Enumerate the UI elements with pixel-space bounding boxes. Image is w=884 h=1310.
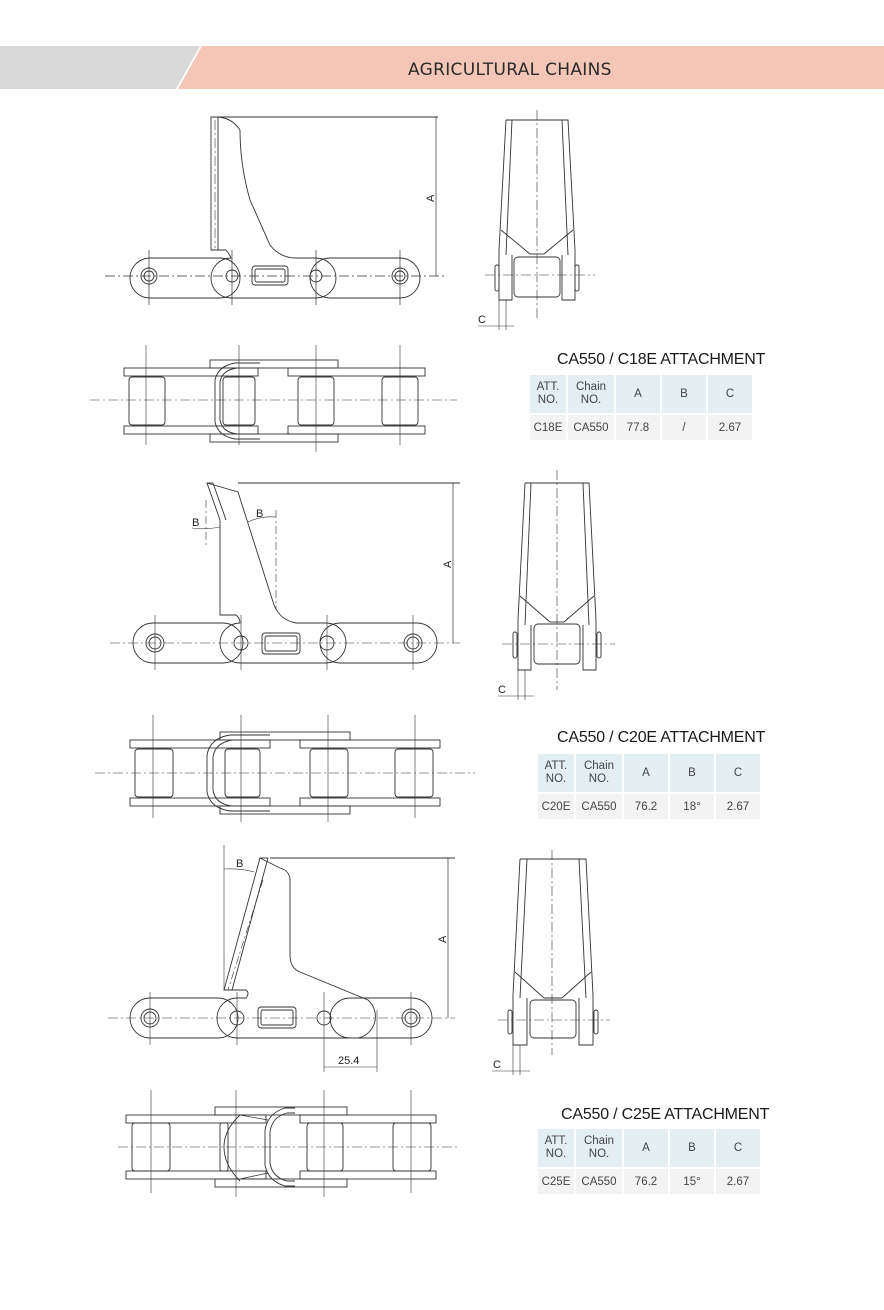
- c18e-end-view-drawing: C: [470, 110, 610, 330]
- table-row: C25E CA550 76.2 15° 2.67: [538, 1169, 760, 1194]
- header-att-no: ATT. NO.: [538, 1129, 574, 1167]
- svg-text:C: C: [478, 314, 486, 326]
- table-header-row: ATT. NO. Chain NO. A B C: [538, 1129, 760, 1167]
- cell-chain-no: CA550: [576, 1169, 622, 1194]
- header-a: A: [624, 754, 668, 792]
- header-chain-no: Chain NO.: [576, 754, 622, 792]
- svg-text:A: A: [437, 935, 449, 943]
- c25e-side-view-drawing: B 25.4 A: [100, 840, 470, 1075]
- cell-b: 15°: [670, 1169, 714, 1194]
- table-header-row: ATT. NO. Chain NO. A B C: [538, 754, 760, 792]
- c25e-spec-table: ATT. NO. Chain NO. A B C C25E CA550 76.2…: [536, 1127, 762, 1196]
- svg-text:C: C: [493, 1059, 501, 1071]
- header-c: C: [716, 754, 760, 792]
- c18e-top-view-drawing: [85, 340, 475, 455]
- header-chain-no: Chain NO.: [576, 1129, 622, 1167]
- c18e-spec-table: ATT. NO. Chain NO. A B C C18E CA550 77.8…: [528, 373, 754, 442]
- table-header-row: ATT. NO. Chain NO. A B C: [530, 375, 752, 413]
- header-a: A: [624, 1129, 668, 1167]
- c25e-top-view-drawing: [110, 1085, 470, 1200]
- header-banner: AGRICULTURAL CHAINS: [0, 46, 884, 89]
- c20e-top-view-drawing: [90, 710, 480, 825]
- header-c: C: [716, 1129, 760, 1167]
- header-b: B: [662, 375, 706, 413]
- c18e-side-view-drawing: A: [100, 110, 450, 310]
- cell-a: 77.8: [616, 415, 660, 440]
- svg-text:C: C: [498, 684, 506, 696]
- cell-b: 18°: [670, 794, 714, 819]
- table-row: C20E CA550 76.2 18° 2.67: [538, 794, 760, 819]
- c20e-end-view-drawing: C: [490, 470, 620, 700]
- table-row: C18E CA550 77.8 / 2.67: [530, 415, 752, 440]
- header-c: C: [708, 375, 752, 413]
- banner-accent-band: [178, 46, 884, 89]
- cell-att-no: C18E: [530, 415, 566, 440]
- banner-gray-band: [0, 46, 200, 89]
- header-att-no: ATT. NO.: [530, 375, 566, 413]
- cell-att-no: C20E: [538, 794, 574, 819]
- c25e-end-view-drawing: C: [490, 850, 620, 1080]
- c20e-spec-table: ATT. NO. Chain NO. A B C C20E CA550 76.2…: [536, 752, 762, 821]
- c20e-section-title: CA550 / C20E ATTACHMENT: [557, 729, 766, 746]
- cell-a: 76.2: [624, 1169, 668, 1194]
- header-a: A: [616, 375, 660, 413]
- svg-text:B: B: [256, 508, 263, 520]
- svg-text:25.4: 25.4: [338, 1055, 359, 1067]
- cell-c: 2.67: [708, 415, 752, 440]
- cell-chain-no: CA550: [576, 794, 622, 819]
- header-att-no: ATT. NO.: [538, 754, 574, 792]
- cell-a: 76.2: [624, 794, 668, 819]
- svg-text:A: A: [425, 194, 437, 202]
- page-title: AGRICULTURAL CHAINS: [408, 60, 612, 80]
- cell-chain-no: CA550: [568, 415, 614, 440]
- svg-text:B: B: [236, 858, 243, 870]
- c18e-section-title: CA550 / C18E ATTACHMENT: [557, 351, 766, 368]
- c20e-side-view-drawing: B B A: [100, 470, 470, 680]
- header-b: B: [670, 754, 714, 792]
- c25e-section-title: CA550 / C25E ATTACHMENT: [561, 1106, 770, 1123]
- cell-c: 2.67: [716, 794, 760, 819]
- header-chain-no: Chain NO.: [568, 375, 614, 413]
- cell-c: 2.67: [716, 1169, 760, 1194]
- cell-b: /: [662, 415, 706, 440]
- header-b: B: [670, 1129, 714, 1167]
- svg-text:A: A: [442, 560, 454, 568]
- svg-text:B: B: [192, 517, 199, 529]
- cell-att-no: C25E: [538, 1169, 574, 1194]
